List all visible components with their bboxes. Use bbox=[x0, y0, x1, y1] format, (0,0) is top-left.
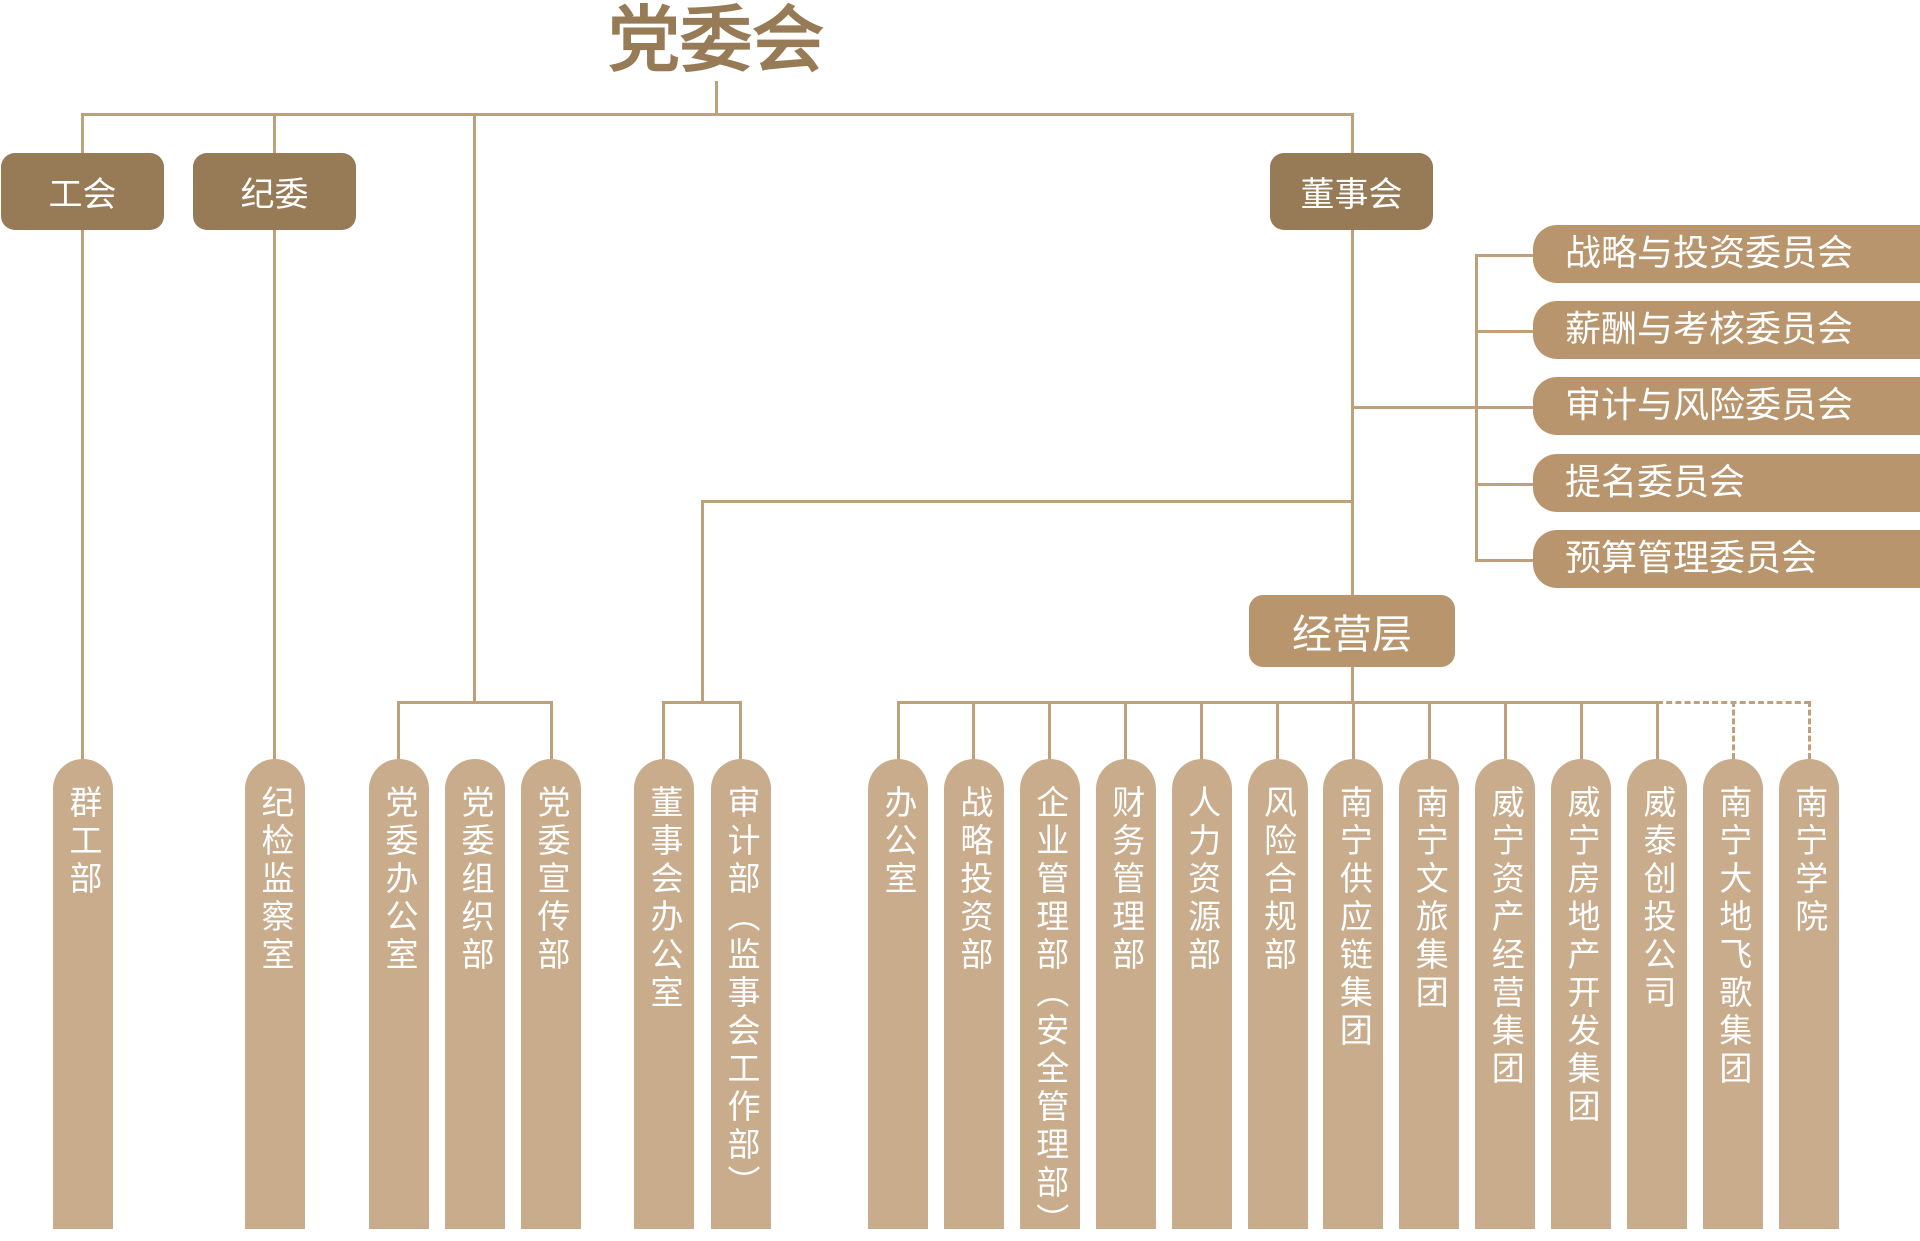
connector bbox=[701, 500, 1353, 503]
connector bbox=[1351, 701, 1355, 761]
connector bbox=[1427, 701, 1431, 761]
department-column: 企业管理部（安全管理部） bbox=[1019, 759, 1080, 1241]
department-column: 办公室 bbox=[868, 759, 928, 1229]
department-column: 南宁文旅集团 bbox=[1399, 759, 1460, 1229]
connector bbox=[81, 113, 1354, 116]
department-label: 党委办公室 bbox=[380, 785, 419, 975]
connector bbox=[662, 701, 665, 761]
connector bbox=[1351, 113, 1354, 598]
department-column: 党委组织部 bbox=[445, 759, 505, 1229]
department-label: 南宁大地飞歌集团 bbox=[1713, 785, 1753, 1089]
department-column: 威泰创投公司 bbox=[1627, 759, 1687, 1229]
dashed-connector bbox=[1732, 701, 1735, 759]
committee-compensation: 薪酬与考核委员会 bbox=[1533, 301, 1920, 359]
department-column: 董事会办公室 bbox=[634, 759, 694, 1229]
department-label: 风险合规部 bbox=[1258, 785, 1298, 975]
department-label: 南宁文旅集团 bbox=[1410, 785, 1450, 1013]
connector bbox=[1579, 701, 1583, 761]
department-column: 南宁学院 bbox=[1778, 759, 1839, 1229]
department-column: 群工部 bbox=[53, 759, 113, 1229]
department-column: 财务管理部 bbox=[1095, 759, 1156, 1229]
department-column: 党委办公室 bbox=[369, 759, 429, 1229]
connector bbox=[1351, 665, 1354, 703]
department-column: 威宁资产经营集团 bbox=[1475, 759, 1536, 1229]
department-label: 党委组织部 bbox=[456, 785, 495, 975]
discipline-committee-box: 纪委 bbox=[193, 153, 356, 230]
department-label: 威泰创投公司 bbox=[1638, 785, 1677, 1013]
connector bbox=[1200, 701, 1204, 761]
department-label: 纪检监察室 bbox=[256, 785, 295, 975]
department-column: 纪检监察室 bbox=[245, 759, 305, 1229]
department-label: 党委宣传部 bbox=[532, 785, 571, 975]
department-label: 企业管理部（安全管理部） bbox=[1030, 785, 1070, 1241]
connector bbox=[1475, 406, 1535, 409]
department-column: 威宁房地产开发集团 bbox=[1551, 759, 1612, 1229]
connector bbox=[739, 701, 742, 761]
management-box: 经营层 bbox=[1249, 595, 1455, 667]
connector bbox=[81, 113, 84, 763]
connector bbox=[1475, 254, 1535, 257]
department-label: 人力资源部 bbox=[1182, 785, 1222, 975]
department-column: 风险合规部 bbox=[1247, 759, 1308, 1229]
committee-budget: 预算管理委员会 bbox=[1533, 530, 1920, 588]
union-box: 工会 bbox=[1, 153, 164, 230]
department-label: 战略投资部 bbox=[954, 785, 994, 975]
department-label: 威宁房地产开发集团 bbox=[1562, 785, 1602, 1127]
department-label: 南宁学院 bbox=[1789, 785, 1829, 937]
department-column: 人力资源部 bbox=[1171, 759, 1232, 1229]
committee-audit-risk: 审计与风险委员会 bbox=[1533, 377, 1920, 435]
department-column: 审计部（监事会工作部） bbox=[711, 759, 771, 1229]
connector bbox=[473, 113, 476, 703]
connector bbox=[701, 500, 704, 703]
committee-strategy: 战略与投资委员会 bbox=[1533, 225, 1920, 283]
committee-nomination: 提名委员会 bbox=[1533, 454, 1920, 512]
connector bbox=[273, 113, 276, 763]
connector bbox=[397, 701, 400, 761]
dashed-connector bbox=[1808, 701, 1811, 759]
connector bbox=[662, 701, 742, 704]
connector bbox=[1503, 701, 1507, 761]
department-label: 群工部 bbox=[64, 785, 103, 899]
connector bbox=[1475, 330, 1535, 333]
department-label: 董事会办公室 bbox=[645, 785, 684, 1013]
connector bbox=[1124, 701, 1128, 761]
connector bbox=[896, 701, 900, 761]
connector bbox=[1276, 701, 1279, 761]
department-column: 南宁供应链集团 bbox=[1323, 759, 1384, 1229]
connector bbox=[1048, 701, 1052, 761]
connector bbox=[1655, 701, 1659, 761]
connector bbox=[397, 701, 553, 704]
connector bbox=[1475, 483, 1535, 486]
connector bbox=[550, 701, 553, 761]
board-box: 董事会 bbox=[1270, 153, 1433, 230]
department-label: 办公室 bbox=[879, 785, 918, 899]
department-column: 党委宣传部 bbox=[521, 759, 581, 1229]
connector bbox=[1351, 406, 1477, 409]
department-label: 审计部（监事会工作部） bbox=[722, 785, 761, 1203]
department-column: 战略投资部 bbox=[943, 759, 1004, 1229]
department-label: 财务管理部 bbox=[1106, 785, 1146, 975]
connector bbox=[972, 701, 976, 761]
connector bbox=[715, 81, 718, 115]
department-label: 威宁资产经营集团 bbox=[1486, 785, 1526, 1089]
department-column: 南宁大地飞歌集团 bbox=[1702, 759, 1763, 1229]
party-committee-title: 党委会 bbox=[607, 0, 824, 82]
connector bbox=[1475, 559, 1535, 562]
department-label: 南宁供应链集团 bbox=[1334, 785, 1374, 1051]
